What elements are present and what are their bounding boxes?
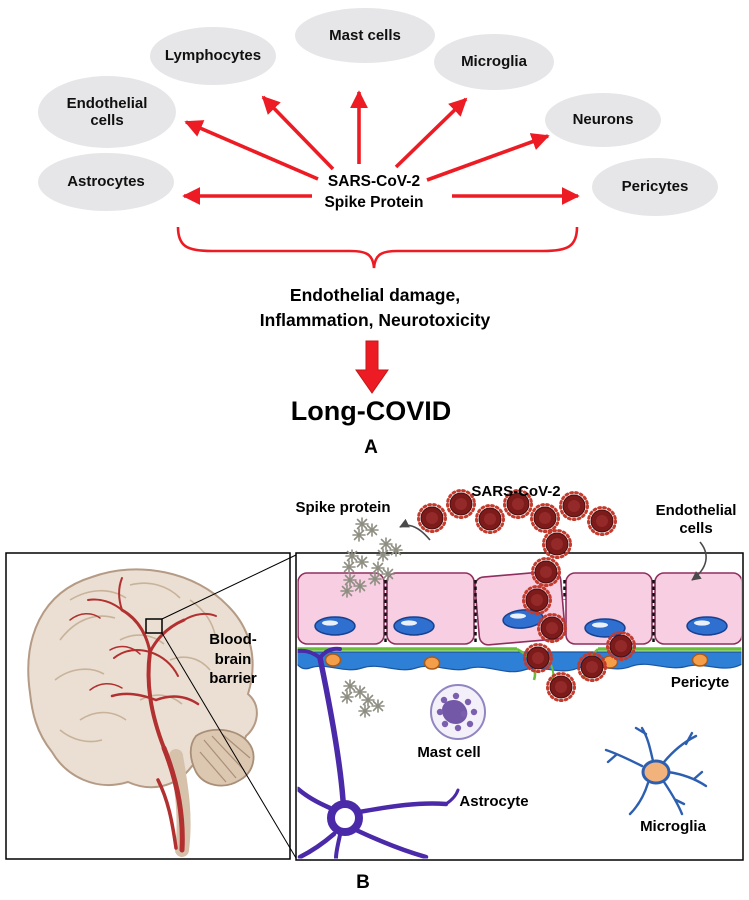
node-pericytes: Pericytes [592, 158, 718, 216]
node-endothelial-cells-label: Endothelial cells [66, 94, 148, 129]
brain-illustration [27, 568, 258, 857]
spike-protein-source-label: SARS-CoV-2 Spike Protein [324, 173, 424, 211]
node-astrocytes-label: Astrocytes [67, 173, 145, 191]
microglia-illustration [604, 726, 708, 816]
sars-cov-2-label: SARS-CoV-2 [471, 483, 561, 500]
brainstem [169, 749, 191, 857]
microglia-label: Microglia [640, 818, 706, 835]
astrocyte-label: Astrocyte [459, 793, 529, 810]
zoom-line-top [161, 554, 297, 620]
brace [176, 226, 579, 269]
mast-cell-illustration [430, 684, 486, 740]
virus-particles [417, 489, 636, 702]
node-mast-cells-label: Mast cells [329, 26, 401, 44]
node-endothelial-cells: Endothelial cells [38, 76, 176, 148]
endothelial-cells-label: Endothelial cells [655, 502, 737, 537]
spike-tuft-inner-1 [341, 680, 366, 703]
node-neurons-label: Neurons [572, 111, 634, 129]
outcome-title: Long-COVID [290, 396, 452, 426]
node-mast-cells: Mast cells [295, 8, 435, 63]
panel-b-label: B [356, 872, 370, 893]
endothelial-cell-row [297, 570, 742, 646]
tight-junctions [384, 580, 655, 643]
node-lymphocytes-label: Lymphocytes [164, 47, 262, 65]
zoom-region-box [145, 618, 163, 634]
node-lymphocytes: Lymphocytes [150, 27, 276, 85]
spike-protein-clusters [341, 518, 402, 597]
node-astrocytes: Astrocytes [38, 153, 174, 211]
node-microglia-label: Microglia [461, 53, 527, 71]
bbb-detail [297, 570, 742, 859]
arteries [69, 577, 217, 853]
pericyte-cells [324, 653, 709, 670]
node-neurons: Neurons [545, 93, 661, 147]
blood-brain-barrier-label: Blood- brain barrier [209, 631, 257, 687]
pericyte-label: Pericyte [670, 674, 730, 691]
cerebellum [189, 728, 255, 787]
pericyte-band [297, 651, 742, 673]
spike-protein-label: Spike protein [295, 499, 391, 516]
big-down-arrow [355, 340, 389, 394]
consequence-text: Endothelial damage, Inflammation, Neurot… [259, 285, 491, 330]
node-microglia: Microglia [434, 34, 554, 90]
mast-cell-label: Mast cell [417, 744, 481, 761]
virus-to-spike-arrow [399, 518, 431, 541]
node-pericytes-label: Pericytes [621, 178, 689, 196]
endothelial-nuclei [314, 609, 728, 638]
spike-tuft-inner-2 [359, 694, 384, 717]
brain-box [5, 552, 291, 860]
panel-a-label: A [364, 437, 378, 458]
endothelial-pointer-arrow [691, 541, 707, 581]
bbb-box [295, 552, 744, 861]
